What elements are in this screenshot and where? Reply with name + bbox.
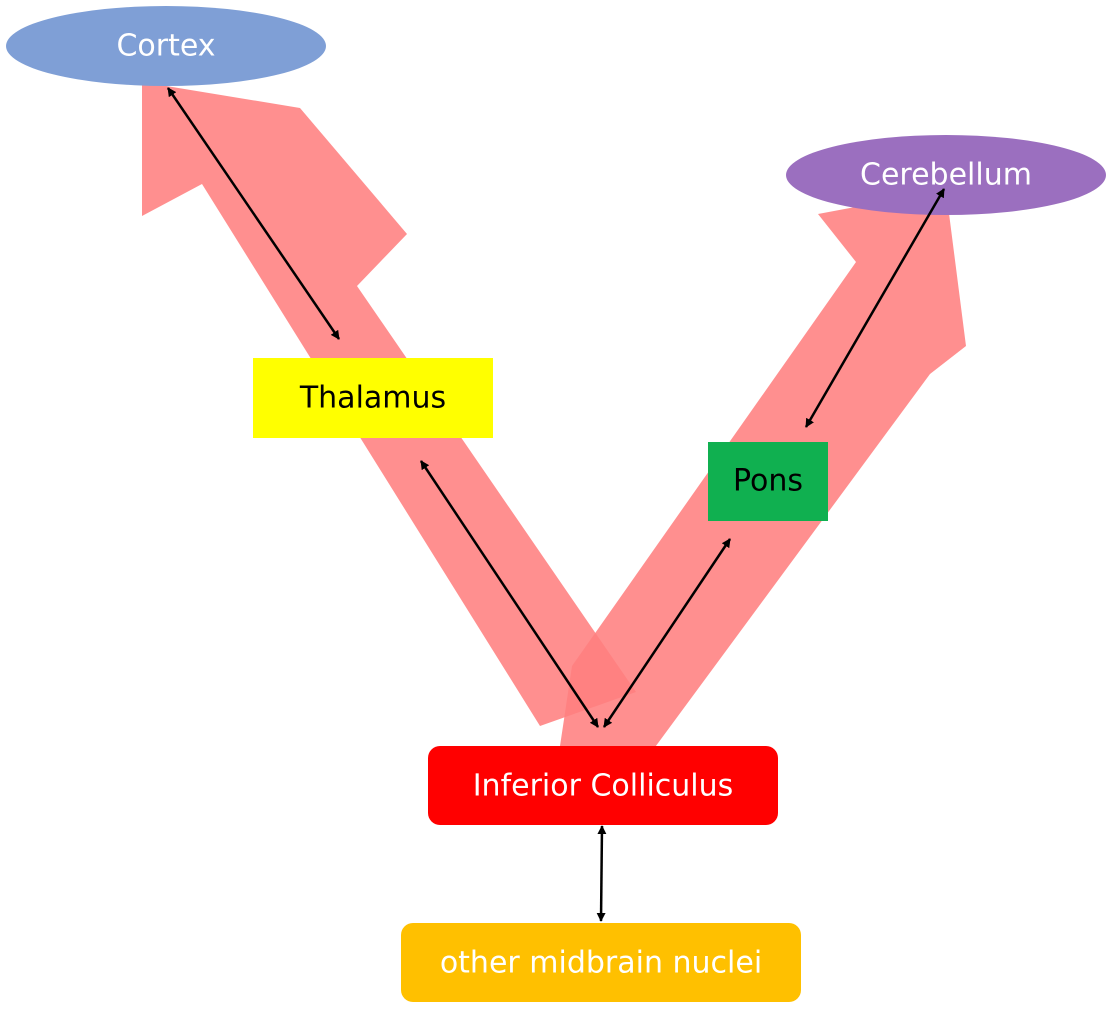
cortex-ellipse bbox=[6, 6, 326, 86]
other-midbrain-nuclei-box bbox=[401, 923, 801, 1002]
cortex-label: Cortex bbox=[116, 29, 215, 64]
node-pons: Pons bbox=[708, 442, 828, 521]
thalamus-box bbox=[253, 358, 493, 438]
inferior-colliculus-label: Inferior Colliculus bbox=[473, 769, 734, 804]
connector-pons-inferior-colliculus bbox=[602, 538, 732, 728]
pons-label: Pons bbox=[733, 464, 803, 499]
connector-inferior-colliculus-other-midbrain-nuclei bbox=[596, 825, 607, 922]
node-cerebellum: Cerebellum bbox=[786, 135, 1106, 215]
other-midbrain-nuclei-label: other midbrain nuclei bbox=[440, 946, 762, 981]
connector-cerebellum-pons bbox=[804, 188, 946, 428]
connector-cortex-thalamus bbox=[166, 87, 341, 340]
pons-box bbox=[708, 442, 828, 521]
node-inferior-colliculus: Inferior Colliculus bbox=[428, 746, 778, 825]
node-cortex: Cortex bbox=[6, 6, 326, 86]
inferior-colliculus-box bbox=[428, 746, 778, 825]
cerebellum-label: Cerebellum bbox=[860, 158, 1032, 193]
node-thalamus: Thalamus bbox=[253, 358, 493, 438]
thalamus-label: Thalamus bbox=[299, 381, 446, 416]
node-other-midbrain-nuclei: other midbrain nuclei bbox=[401, 923, 801, 1002]
connector-thalamus-inferior-colliculus bbox=[419, 460, 600, 728]
